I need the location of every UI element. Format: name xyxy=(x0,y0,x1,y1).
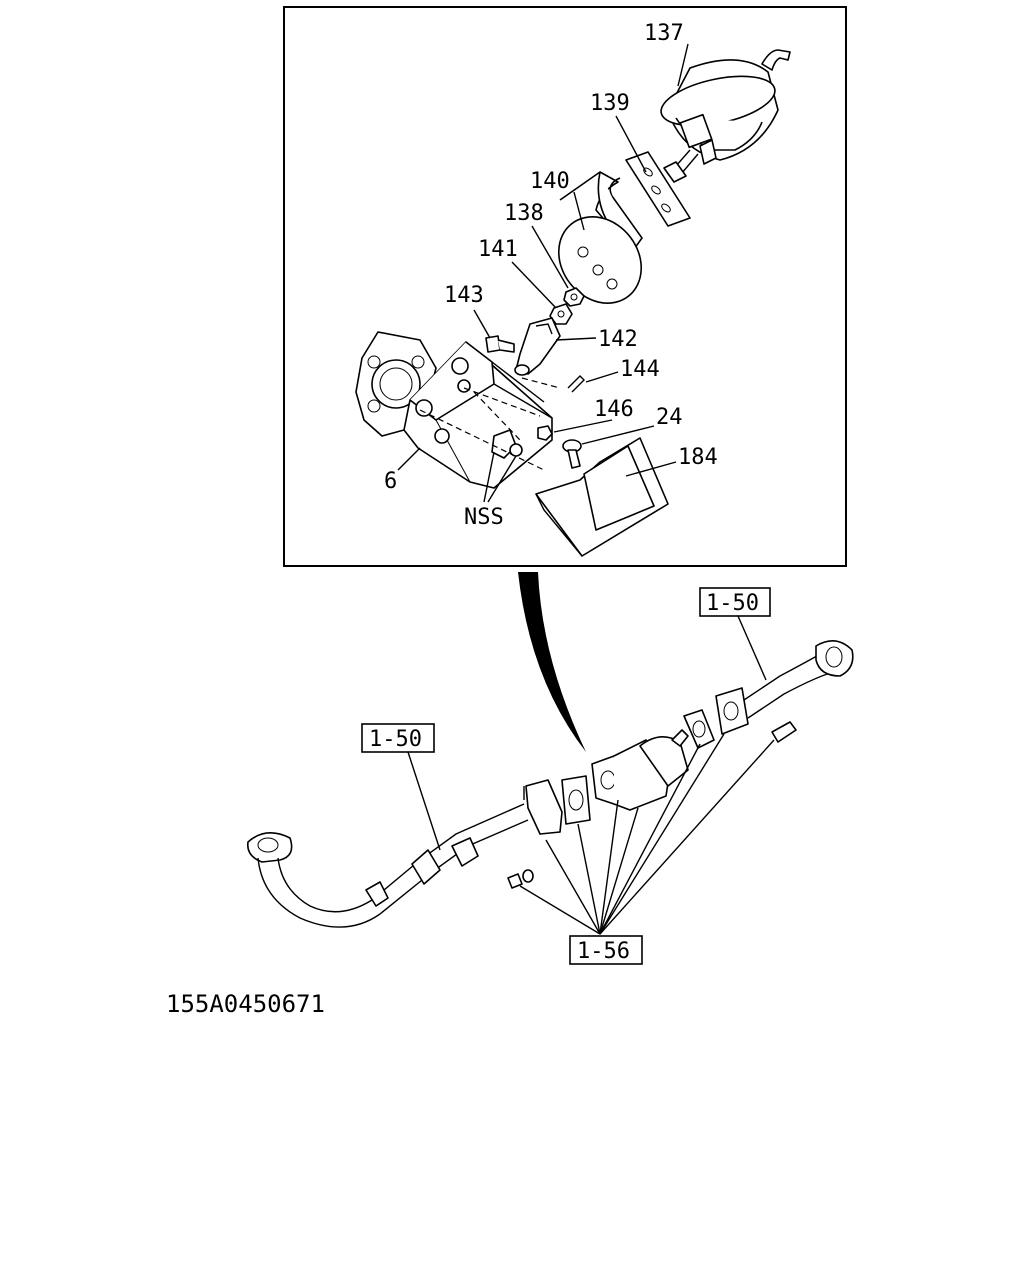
detail-pointer xyxy=(518,572,586,752)
ref-label-bottom: 1-56 xyxy=(577,939,630,964)
ref-box-top-right: 1-50 xyxy=(699,587,771,617)
ref-label-left: 1-50 xyxy=(369,727,422,752)
nut-146 xyxy=(537,425,553,441)
assembly-line-2 xyxy=(419,409,545,471)
assembly-line-3 xyxy=(521,377,561,389)
bolt-143 xyxy=(485,335,515,353)
lever-142 xyxy=(514,317,561,376)
exhaust-pipe-rear xyxy=(715,640,854,735)
bolt-24 xyxy=(562,439,582,469)
detail-frame xyxy=(283,6,847,567)
ref-label-top-right: 1-50 xyxy=(706,591,759,616)
assembly-line-4 xyxy=(473,391,521,441)
assembly-line-1 xyxy=(463,387,541,417)
label-143: 143 xyxy=(444,283,484,308)
label-144: 144 xyxy=(620,357,660,382)
label-146: 146 xyxy=(594,397,634,422)
label-140: 140 xyxy=(530,169,570,194)
ref-box-left: 1-50 xyxy=(361,723,435,753)
bolt-and-nut xyxy=(507,721,797,889)
reference-leaders xyxy=(407,615,775,935)
label-184: 184 xyxy=(678,445,718,470)
label-141: 141 xyxy=(478,237,518,262)
label-139: 139 xyxy=(590,91,630,116)
label-nss: NSS xyxy=(464,505,504,530)
label-6: 6 xyxy=(384,469,397,494)
nut-141 xyxy=(549,303,573,325)
label-142: 142 xyxy=(598,327,638,352)
figure-code: 155A0450671 xyxy=(166,990,325,1018)
label-137: 137 xyxy=(644,21,684,46)
label-138: 138 xyxy=(504,201,544,226)
nut-138 xyxy=(563,287,585,307)
rear-gasket xyxy=(683,709,715,749)
exhaust-brake-assembly xyxy=(591,729,689,811)
ref-box-bottom: 1-56 xyxy=(569,935,643,965)
pin-144 xyxy=(567,375,585,393)
gasket-139 xyxy=(625,151,691,227)
label-24: 24 xyxy=(656,405,683,430)
valve-body-6 xyxy=(355,331,553,489)
actuator-chamber xyxy=(660,49,791,183)
detail-leaders xyxy=(397,43,689,503)
actuator-bracket xyxy=(557,171,643,304)
cover-184 xyxy=(535,437,669,557)
flange-gasket xyxy=(561,775,591,825)
exhaust-pipe-front xyxy=(246,779,563,928)
